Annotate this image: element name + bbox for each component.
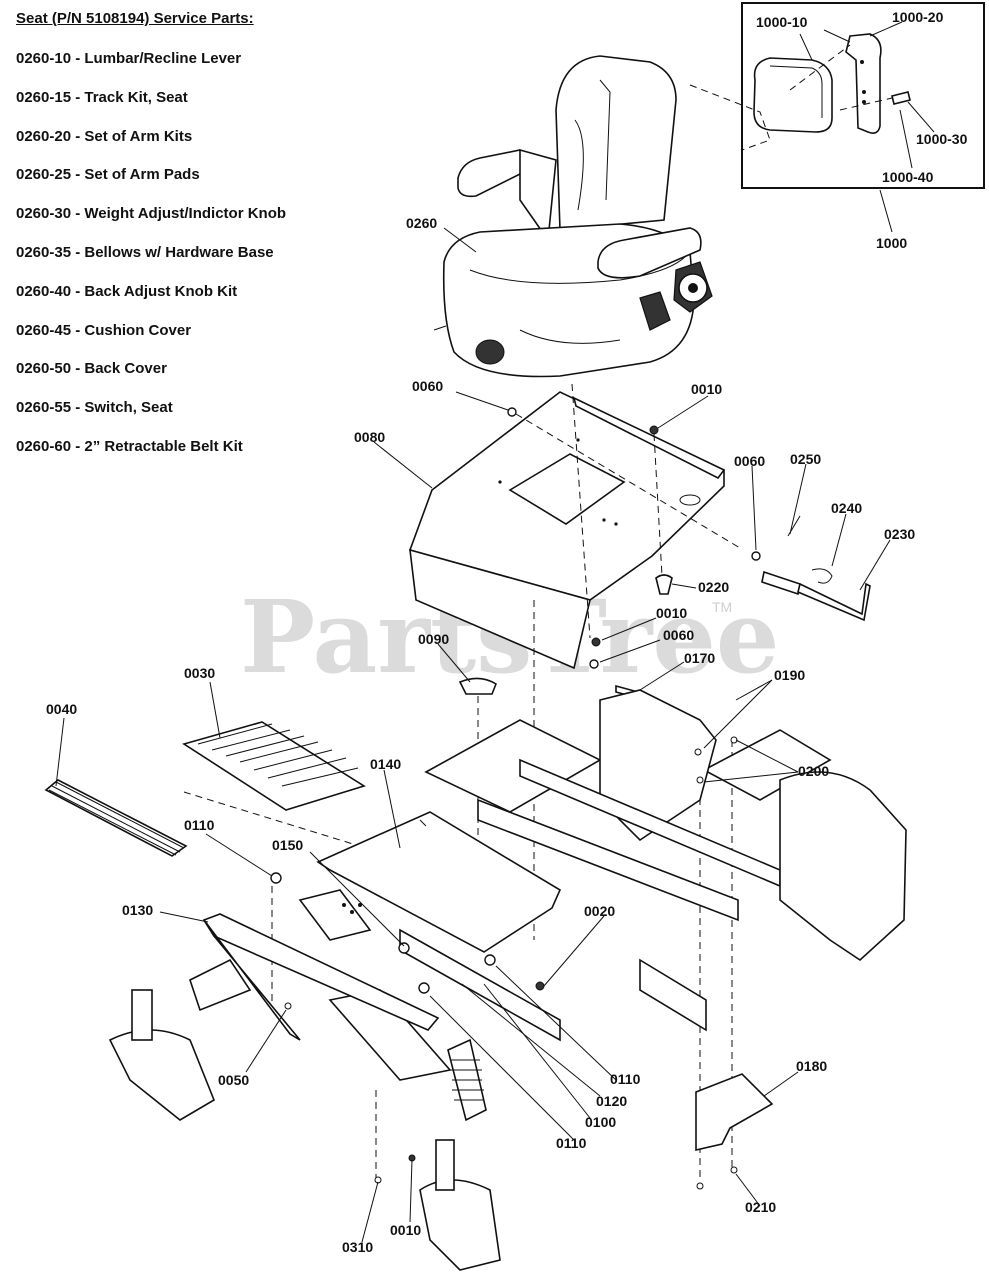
- callout-0060-a: 0060: [412, 378, 443, 394]
- callout-0120: 0120: [596, 1093, 627, 1109]
- service-parts-list: Seat (P/N 5108194) Service Parts: 0260-1…: [16, 10, 346, 476]
- service-parts-heading: Seat (P/N 5108194) Service Parts:: [16, 10, 254, 27]
- callout-0140: 0140: [370, 756, 401, 772]
- seat-pan: [408, 391, 726, 670]
- watermark-trademark: TM: [712, 599, 732, 615]
- service-part-item: 0260-60 - 2” Retractable Belt Kit: [16, 437, 243, 455]
- service-part-item: 0260-40 - Back Adjust Knob Kit: [16, 282, 238, 300]
- callout-0250: 0250: [790, 451, 821, 467]
- service-part-item: 0260-10 - Lumbar/Recline Lever: [16, 50, 242, 67]
- callout-0210: 0210: [745, 1199, 776, 1215]
- callout-0170: 0170: [684, 650, 715, 666]
- floor-mat: [182, 721, 366, 811]
- callout-1000-10: 1000-10: [756, 14, 808, 30]
- callout-0060-c: 0060: [663, 627, 694, 643]
- callout-0030: 0030: [184, 665, 215, 681]
- service-part-item: 0260-15 - Track Kit, Seat: [16, 88, 188, 106]
- callout-0010-b: 0010: [656, 605, 687, 621]
- front-caster-left: [108, 958, 252, 1121]
- callout-0150: 0150: [272, 837, 303, 853]
- callout-0220: 0220: [698, 579, 729, 595]
- floor-panel: [316, 811, 562, 953]
- armrest-inset: [741, 2, 985, 189]
- callout-0130: 0130: [122, 902, 153, 918]
- callout-0110-b: 0110: [610, 1071, 641, 1087]
- callout-0110-a: 0110: [184, 817, 215, 833]
- callout-0050: 0050: [218, 1072, 249, 1088]
- frame-fasteners: [270, 736, 738, 1190]
- support-bracket: [202, 913, 440, 1041]
- callout-0080: 0080: [354, 429, 385, 445]
- callout-1000-20: 1000-20: [892, 9, 944, 25]
- service-part-item: 0260-30 - Weight Adjust/Indictor Knob: [16, 205, 287, 223]
- callout-0230: 0230: [884, 526, 915, 542]
- service-part-item: 0260-50 - Back Cover: [16, 360, 167, 378]
- front-caster-right: [419, 1038, 501, 1271]
- callout-0110-c: 0110: [556, 1135, 587, 1151]
- mower-frame: [298, 689, 907, 1081]
- callout-1000-40: 1000-40: [882, 169, 934, 185]
- callout-1000: 1000: [876, 235, 907, 251]
- callout-0010-c: 0010: [390, 1222, 421, 1238]
- callout-0100: 0100: [585, 1114, 616, 1130]
- service-part-item: 0260-45 - Cushion Cover: [16, 321, 192, 339]
- callout-0240: 0240: [831, 500, 862, 516]
- callout-0060-b: 0060: [734, 453, 765, 469]
- callout-0010-a: 0010: [691, 381, 722, 397]
- callout-0310: 0310: [342, 1239, 373, 1255]
- callout-0020: 0020: [584, 903, 615, 919]
- callout-0180: 0180: [796, 1058, 827, 1074]
- callout-0260: 0260: [406, 215, 437, 231]
- callout-0200: 0200: [798, 763, 829, 779]
- callout-leaders: [55, 21, 935, 1243]
- inset-link: [689, 84, 771, 151]
- service-part-item: 0260-25 - Set of Arm Pads: [16, 166, 200, 184]
- callout-1000-30: 1000-30: [916, 131, 968, 147]
- callout-0040: 0040: [46, 701, 77, 717]
- seat-hardware: [458, 407, 871, 700]
- callout-0090: 0090: [418, 631, 449, 647]
- callout-labels: 1000-10 1000-20 1000-30 1000-40 1000 026…: [46, 9, 968, 1255]
- service-part-item: 0260-35 - Bellows w/ Hardware Base: [16, 243, 274, 261]
- seat-assembly: [433, 55, 713, 378]
- foot-pad: [44, 779, 188, 857]
- service-part-item: 0260-20 - Set of Arm Kits: [16, 127, 193, 145]
- callout-0190: 0190: [774, 667, 805, 683]
- service-part-item: 0260-55 - Switch, Seat: [16, 399, 173, 417]
- rear-bracket: [695, 1073, 774, 1152]
